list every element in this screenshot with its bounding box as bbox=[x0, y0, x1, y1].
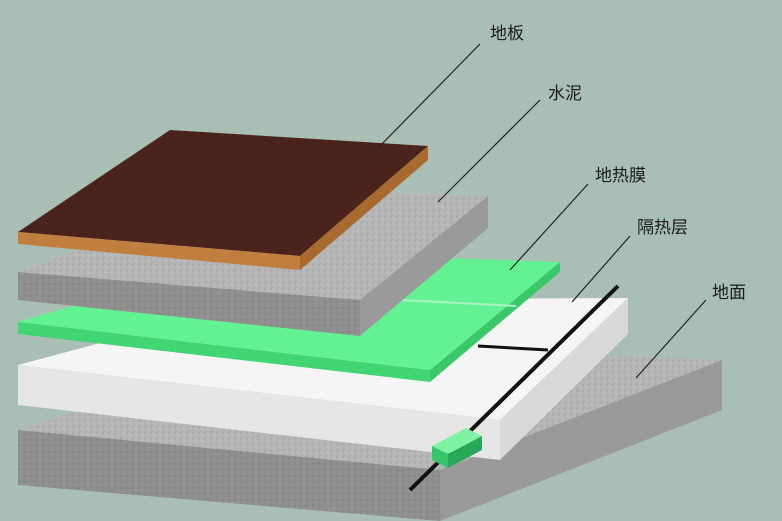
leader-cement bbox=[437, 99, 541, 203]
label-heating-film: 地热膜 bbox=[595, 166, 646, 186]
label-ground: 地面 bbox=[712, 283, 746, 303]
label-insulation: 隔热层 bbox=[637, 218, 688, 238]
leader-insulation bbox=[571, 235, 631, 303]
connector-block bbox=[432, 428, 482, 468]
floor-board bbox=[18, 130, 428, 270]
leader-film bbox=[509, 183, 589, 271]
leader-ground bbox=[635, 299, 707, 379]
film-strip-seam bbox=[401, 299, 517, 307]
leader-floor bbox=[377, 43, 481, 149]
label-floor: 地板 bbox=[490, 24, 524, 44]
wire-branch bbox=[477, 344, 549, 352]
label-cement: 水泥 bbox=[548, 84, 582, 104]
